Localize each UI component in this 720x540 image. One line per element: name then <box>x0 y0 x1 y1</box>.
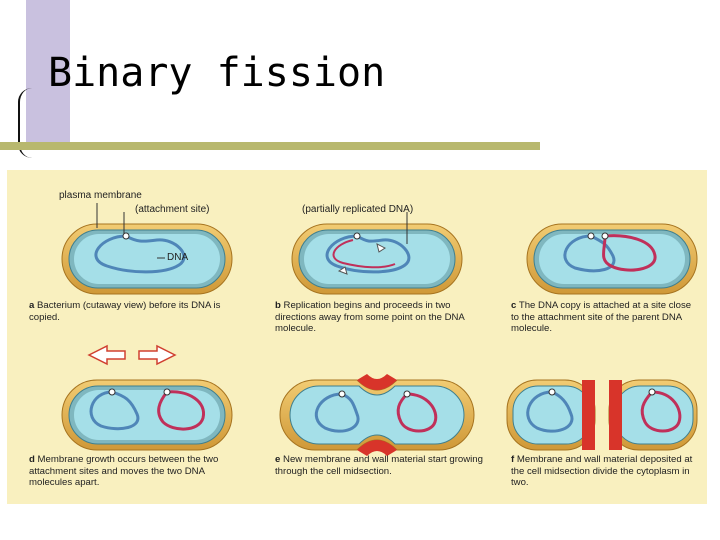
label-attachment-site: (attachment site) <box>135 204 210 215</box>
caption-panel-c: c The DNA copy is attached at a site clo… <box>511 300 692 334</box>
caption-panel-e: e New membrane and wall material start g… <box>275 454 483 477</box>
panel-a-dna-loop <box>94 234 186 274</box>
panel-f-cells <box>506 379 698 451</box>
label-dna: DNA <box>167 252 189 263</box>
panel-a-cell <box>61 223 233 295</box>
title-underline-rule <box>0 142 540 150</box>
title-bracket-decoration <box>18 88 36 158</box>
label-plasma-membrane: plasma membrane <box>59 190 142 201</box>
panel-e-cell <box>279 374 475 456</box>
panel-b-cell <box>291 223 463 295</box>
slide-title: Binary fission <box>48 50 386 96</box>
panel-c-cell <box>526 223 698 295</box>
caption-panel-d: d Membrane growth occurs between the two… <box>29 454 219 488</box>
label-partially-replicated-dna: (partially replicated DNA) <box>302 204 414 215</box>
membrane-growth-arrows <box>87 344 177 366</box>
figure-illustration <box>61 203 698 456</box>
caption-panel-a: a Bacterium (cutaway view) before its DN… <box>29 300 221 323</box>
binary-fission-figure: plasma membrane (attachment site) (parti… <box>7 170 707 504</box>
caption-panel-b: b Replication begins and proceeds in two… <box>275 300 465 334</box>
caption-panel-f: f Membrane and wall material deposited a… <box>511 454 693 488</box>
panel-d-cell <box>61 379 233 451</box>
title-accent-bar <box>26 0 70 150</box>
